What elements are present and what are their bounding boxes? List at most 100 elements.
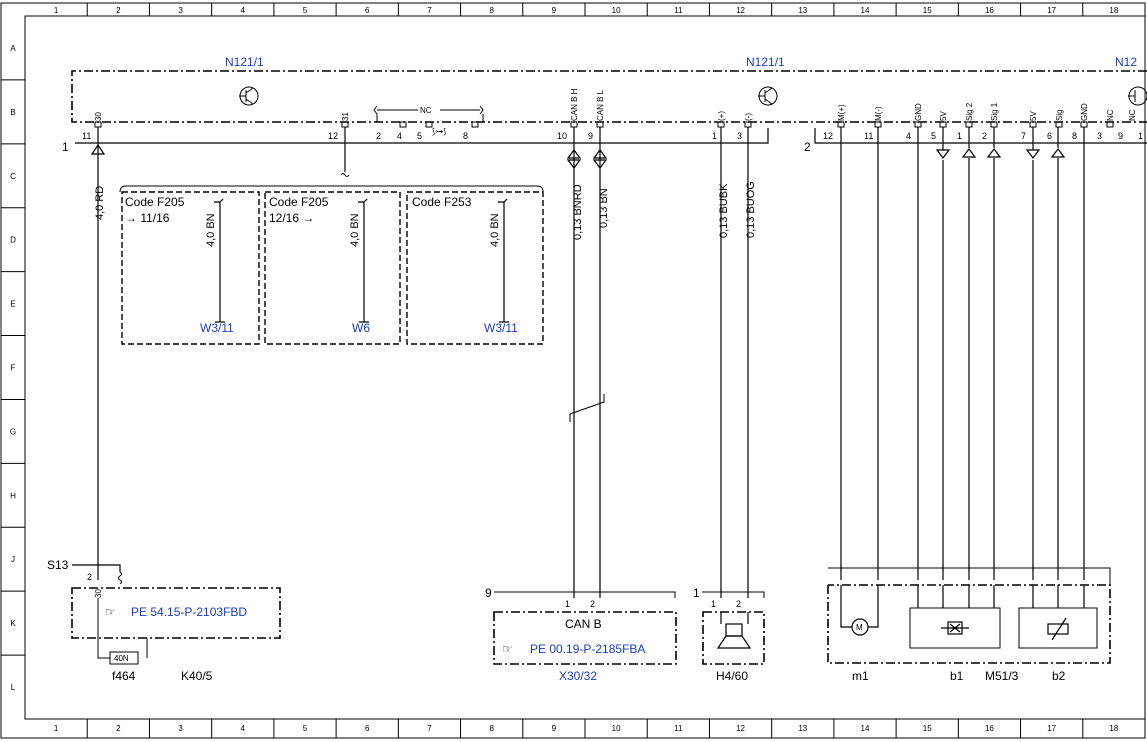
motor-icon bbox=[840, 585, 879, 636]
k40-ref: PE 54.15-P-2103FBD bbox=[131, 605, 247, 619]
svg-text:Sig 1: Sig 1 bbox=[990, 102, 999, 121]
wire-label-rd: 4,0 RD bbox=[94, 186, 106, 220]
grid-column-label: 12 bbox=[736, 6, 745, 15]
svg-text:2: 2 bbox=[982, 131, 987, 141]
pin-numbers: 11 12 2 4 5 8 10 9 1 3 12 11 4 5 1 2 7 6… bbox=[82, 131, 1143, 141]
module-label-n121-1-left: N121/1 bbox=[225, 55, 264, 69]
grid-column-label: 8 bbox=[489, 724, 494, 733]
svg-text:30: 30 bbox=[94, 112, 103, 121]
grid-row-label: C bbox=[10, 172, 16, 181]
grid-column-label: 10 bbox=[612, 6, 621, 15]
svg-text:4: 4 bbox=[397, 131, 402, 141]
transistor-icon bbox=[239, 86, 259, 106]
grid-row-label: L bbox=[11, 683, 16, 692]
grid-column-label: 14 bbox=[861, 724, 870, 733]
bidirectional-arrow-icon bbox=[566, 149, 608, 169]
svg-text:6: 6 bbox=[1047, 131, 1052, 141]
ground-label-w3-11-a: W3/11 bbox=[200, 321, 234, 335]
grid-column-label: 7 bbox=[427, 6, 432, 15]
connector-2-line bbox=[814, 128, 1147, 144]
grid-row-label: E bbox=[10, 300, 15, 309]
module-label-n121-1-right: N121/1 bbox=[746, 55, 785, 69]
svg-text:M(-): M(-) bbox=[874, 106, 883, 121]
code-title-1: Code F205 bbox=[125, 195, 185, 209]
grid-column-label: 13 bbox=[798, 6, 807, 15]
svg-text:Sig 2: Sig 2 bbox=[965, 102, 974, 121]
svg-text:9: 9 bbox=[1118, 131, 1123, 141]
wire-label-bn-013: 0,13 BN bbox=[598, 188, 610, 228]
grid-column-label: 11 bbox=[674, 724, 683, 733]
grid-column-label: 3 bbox=[178, 724, 183, 733]
grid-column-label: 4 bbox=[241, 724, 246, 733]
s13-label: S13 bbox=[47, 558, 69, 572]
grid-row-label: B bbox=[10, 108, 15, 117]
grid-column-label: 18 bbox=[1109, 724, 1118, 733]
svg-text:12: 12 bbox=[328, 131, 338, 141]
code-sub-2: 12/16 → bbox=[269, 211, 314, 225]
b1-box bbox=[909, 607, 1001, 649]
svg-text:5: 5 bbox=[931, 131, 936, 141]
svg-text:9: 9 bbox=[588, 131, 593, 141]
grid-column-label: 5 bbox=[303, 6, 308, 15]
grid-row-label: A bbox=[10, 44, 16, 53]
x30-box bbox=[493, 611, 677, 665]
b2-box bbox=[1018, 607, 1098, 649]
x30-number: 9 bbox=[485, 586, 492, 600]
h4-pin-2: 2 bbox=[736, 599, 741, 609]
ground-wires bbox=[214, 198, 509, 323]
h4-pin-1: 1 bbox=[711, 599, 716, 609]
fuse-wiring bbox=[97, 598, 148, 659]
wire-label-bn-3: 4,0 BN bbox=[489, 213, 501, 247]
code-title-2: Code F205 bbox=[269, 195, 329, 209]
svg-text:1: 1 bbox=[1138, 131, 1143, 141]
svg-text:12: 12 bbox=[823, 131, 833, 141]
svg-text:GND: GND bbox=[914, 103, 923, 121]
grid-column-label: 11 bbox=[674, 6, 683, 15]
k40-5-box bbox=[71, 587, 281, 639]
code-box-f253 bbox=[406, 191, 544, 345]
code-box-f205-a bbox=[121, 191, 260, 345]
svg-text:Sig: Sig bbox=[1055, 109, 1064, 121]
potentiometer-icon bbox=[1032, 585, 1085, 641]
svg-text:CAN B H: CAN B H bbox=[570, 88, 579, 121]
hand-pointer-icon: ☞ bbox=[502, 642, 513, 656]
wire-label-bnrd: 0,13 BNRD bbox=[572, 184, 584, 240]
grid-row-label: H bbox=[10, 491, 16, 500]
h4-60-label: H4/60 bbox=[716, 669, 748, 683]
x30-top bbox=[494, 591, 676, 598]
svg-text:5V: 5V bbox=[939, 111, 948, 121]
transistor-icon bbox=[1128, 86, 1147, 106]
fuse-value: 40N bbox=[114, 654, 129, 663]
grid-column-label: 3 bbox=[178, 6, 183, 15]
svg-text:NC: NC bbox=[1106, 109, 1115, 121]
grid-column-label: 12 bbox=[736, 724, 745, 733]
nc-bracket bbox=[373, 105, 484, 122]
grid-column-label: 13 bbox=[798, 724, 807, 733]
svg-text:NC: NC bbox=[1128, 109, 1137, 121]
wire-label-bn-1: 4,0 BN bbox=[205, 213, 217, 247]
n121-module-boundary bbox=[71, 70, 1147, 123]
can-b-label: CAN B bbox=[565, 617, 602, 631]
grid-column-label: 9 bbox=[552, 724, 557, 733]
b1-label: b1 bbox=[950, 669, 964, 683]
speaker-icon bbox=[716, 612, 752, 649]
svg-text:11: 11 bbox=[864, 131, 873, 141]
grid-column-label: 1 bbox=[54, 724, 59, 733]
connector-2-label: 2 bbox=[804, 140, 811, 154]
s13-spring bbox=[118, 571, 122, 585]
bridge-symbol: ⟆⊶⟆ bbox=[432, 127, 446, 136]
svg-text:(+): (+) bbox=[717, 111, 726, 121]
m51-3-label: M51/3 bbox=[985, 669, 1019, 683]
hand-pointer-icon: ☞ bbox=[105, 605, 116, 619]
x30-pin-1: 1 bbox=[565, 599, 570, 609]
svg-text:1: 1 bbox=[957, 131, 962, 141]
connector-1-line bbox=[75, 128, 769, 144]
b2-label: b2 bbox=[1052, 669, 1066, 683]
grid-column-label: 5 bbox=[303, 724, 308, 733]
wire-label-bubk: 0,13 BUBK bbox=[718, 183, 730, 238]
svg-text:CAN B L: CAN B L bbox=[596, 89, 605, 121]
x30-pin-2: 2 bbox=[590, 599, 595, 609]
grid-column-label: 1 bbox=[54, 6, 59, 15]
